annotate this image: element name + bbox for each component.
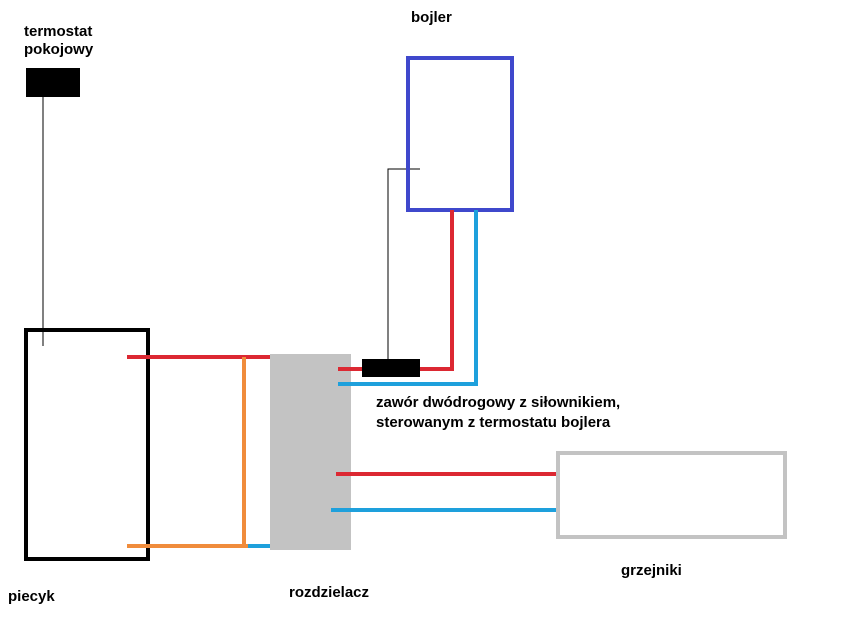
valve-label-line1: zawór dwódrogowy z siłownikiem, — [376, 394, 621, 411]
boiler-return-pipe — [338, 210, 478, 386]
two-way-valve — [362, 359, 420, 377]
boiler-thermostat-wire — [387, 168, 420, 362]
boiler-supply-pipe — [418, 210, 454, 371]
boiler-label: bojler — [411, 9, 452, 26]
thermostat-label-line1: termostat — [24, 23, 93, 40]
boiler-tank — [406, 56, 514, 212]
manifold — [270, 354, 351, 550]
thermostat-label-line2: pokojowy — [24, 41, 94, 58]
furnace-label: piecyk — [8, 588, 55, 605]
manifold-label: rozdzielacz — [289, 584, 370, 601]
valve-label-line2: sterowanym z termostatu bojlera — [376, 414, 611, 431]
room-thermostat — [26, 68, 80, 97]
furnace — [24, 328, 150, 561]
radiators-label: grzejniki — [621, 562, 682, 579]
radiators — [556, 451, 787, 539]
